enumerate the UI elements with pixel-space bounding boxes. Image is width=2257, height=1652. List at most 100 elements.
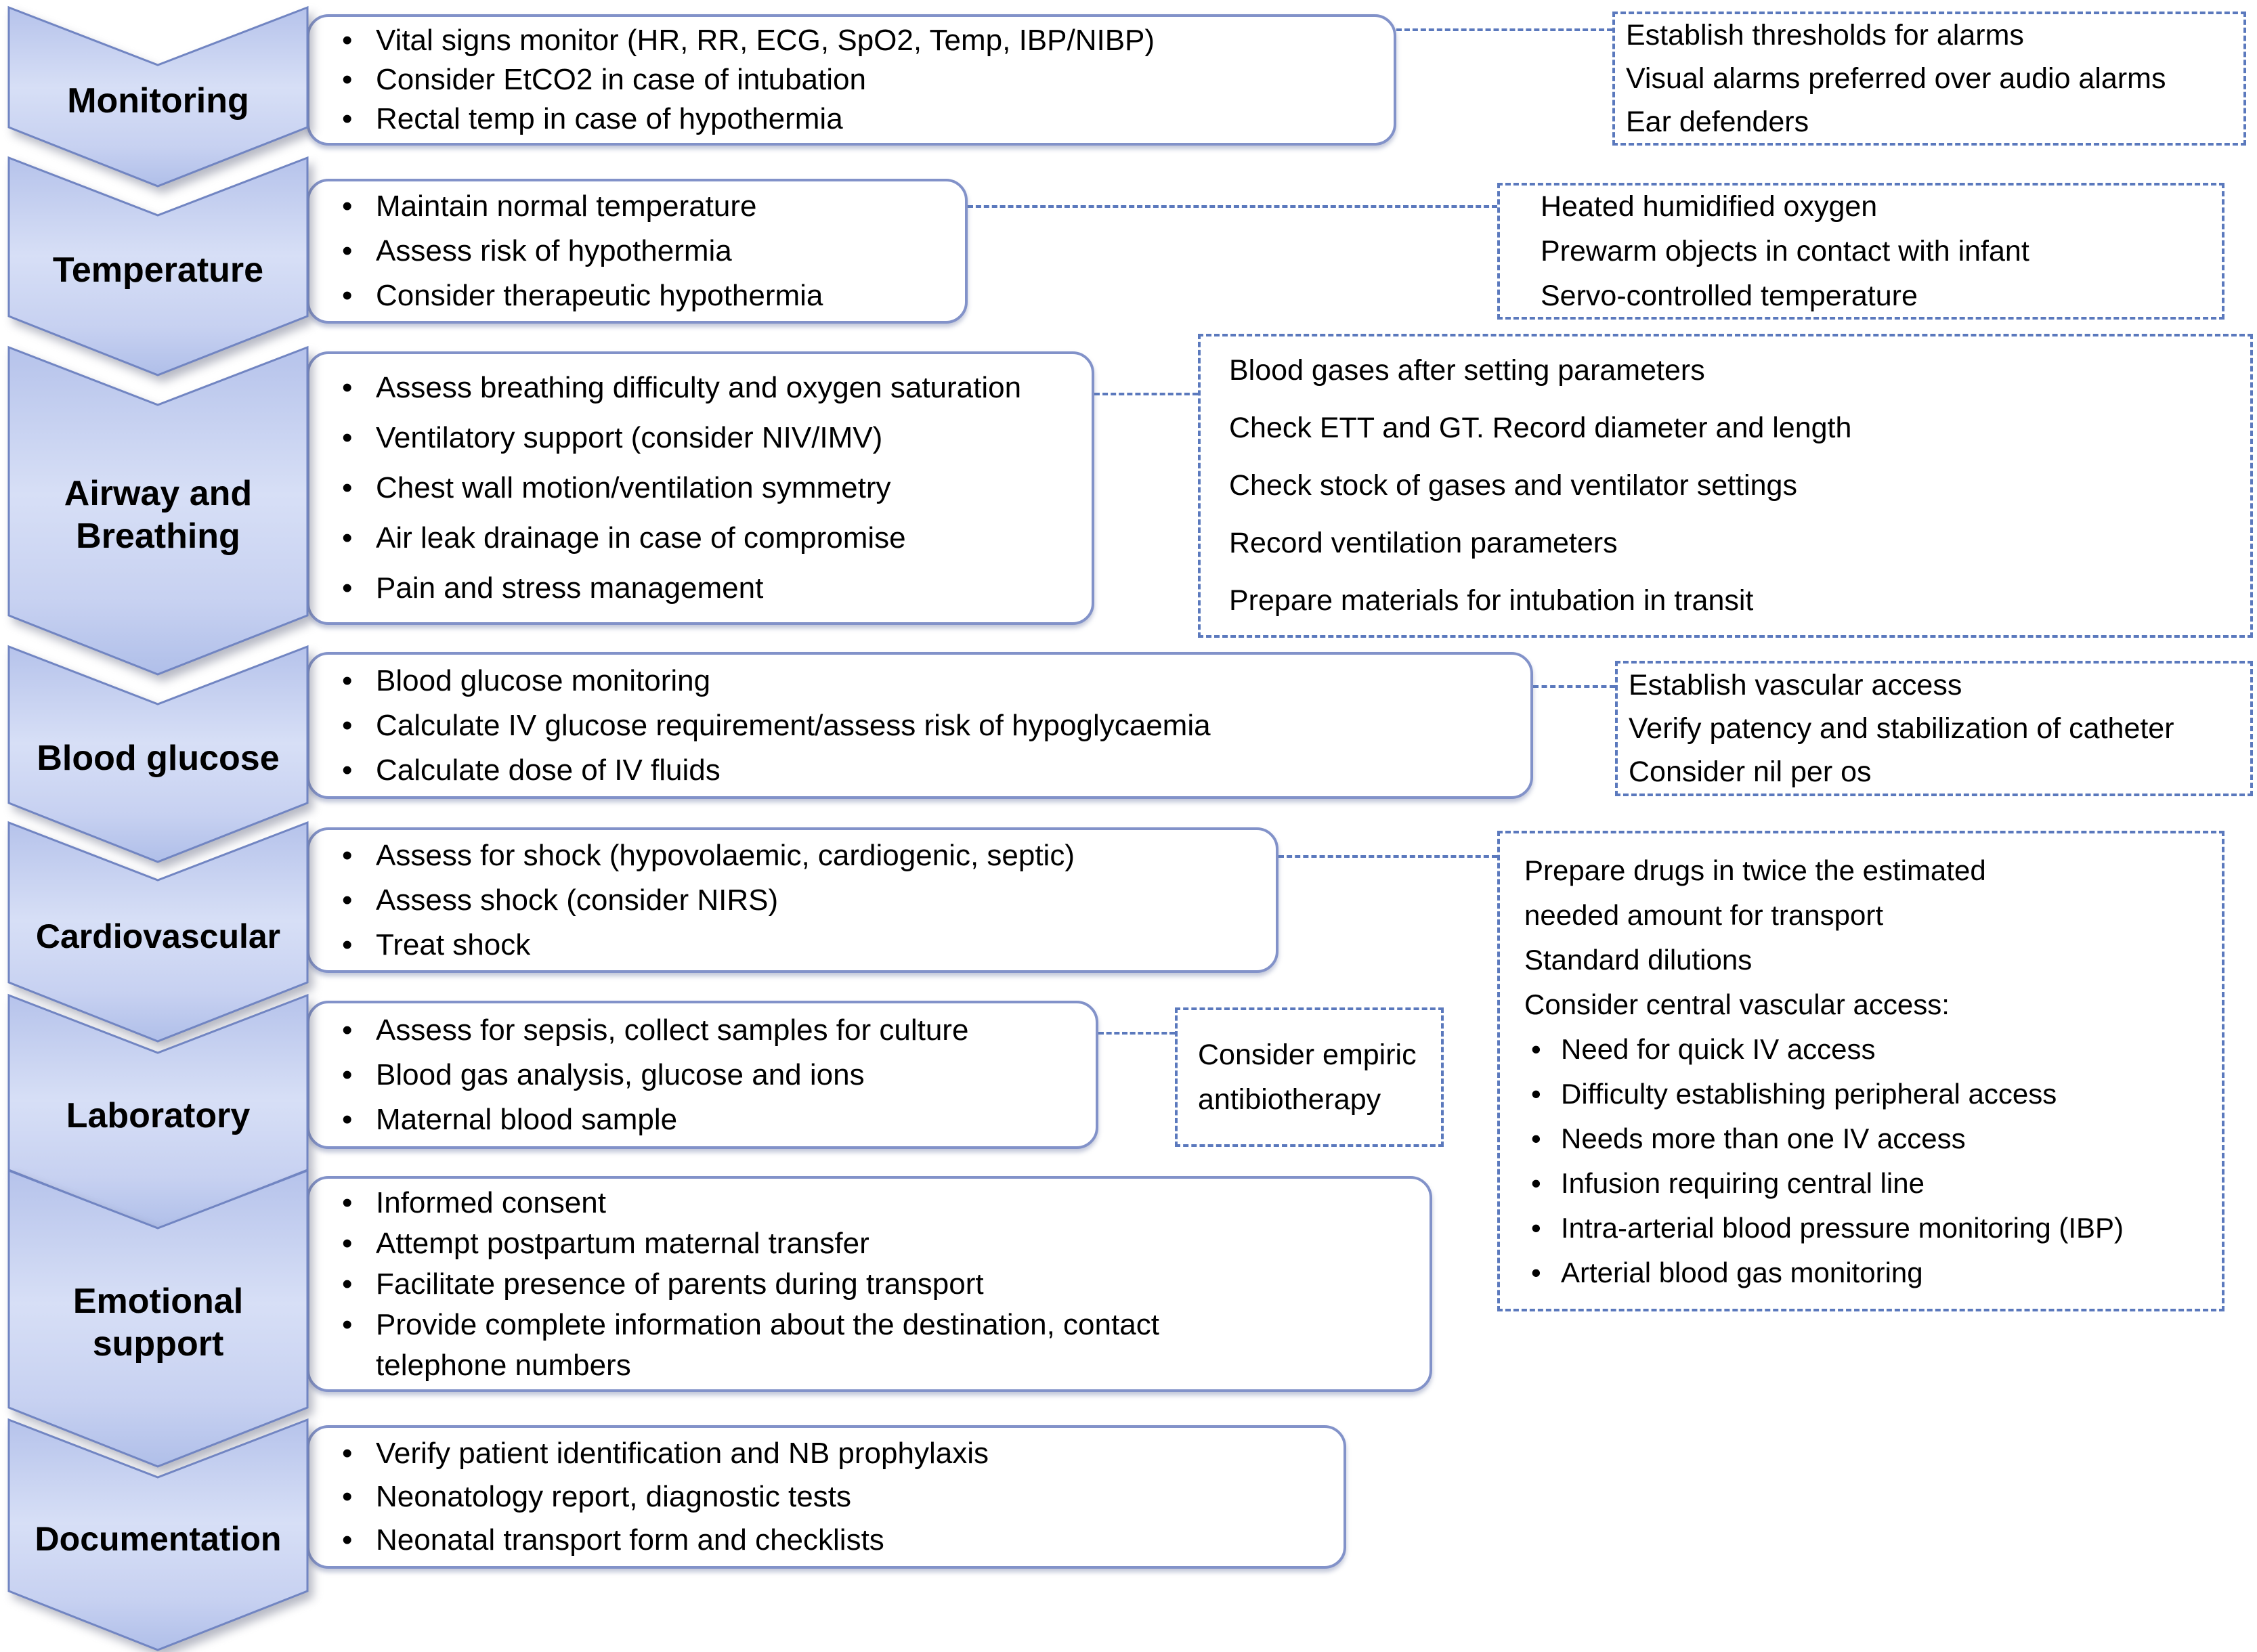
connector-laboratory xyxy=(1098,1032,1175,1035)
row-label-blood-glucose: Blood glucose xyxy=(37,738,280,778)
note-box-cardiovascular: Prepare drugs in twice the estimated nee… xyxy=(1497,831,2224,1311)
task-item: •Maintain normal temperature xyxy=(342,184,951,229)
bullet-dot: • xyxy=(342,664,353,697)
task-list: •Informed consent •Attempt postpartum ma… xyxy=(309,1183,1430,1386)
note-box-temperature: Heated humidified oxygen Prewarm objects… xyxy=(1497,183,2224,320)
bullet-dot: • xyxy=(342,1480,353,1513)
note-line: Consider nil per os xyxy=(1629,756,1872,788)
task-item: •Neonatal transport form and checklists xyxy=(342,1519,1330,1562)
bullet-dot: • xyxy=(1531,1078,1541,1110)
bullet-dot: • xyxy=(342,471,353,504)
note-line: Prepare drugs in twice the estimated nee… xyxy=(1524,854,1986,931)
bullet-dot: • xyxy=(342,421,353,454)
task-list: •Assess for sepsis, collect samples for … xyxy=(309,1008,1096,1142)
note-line: Prewarm objects in contact with infant xyxy=(1541,235,2029,267)
note-line: Check ETT and GT. Record diameter and le… xyxy=(1229,412,1852,444)
bullet-dot: • xyxy=(342,371,353,404)
task-item: •Maternal blood sample xyxy=(342,1097,1082,1142)
note-subitem: •Need for quick IV access xyxy=(1524,1027,2212,1072)
task-item: •Attempt postpartum maternal transfer xyxy=(342,1223,1416,1264)
task-item: •Assess risk of hypothermia xyxy=(342,229,951,274)
note-subitem: •Needs more than one IV access xyxy=(1524,1116,2212,1161)
task-list: •Maintain normal temperature •Assess ris… xyxy=(309,184,965,318)
row-label-monitoring: Monitoring xyxy=(67,81,249,121)
chevron-temperature-icon xyxy=(7,156,309,376)
note-line: Prepare materials for intubation in tran… xyxy=(1229,584,1754,617)
bullet-dot: • xyxy=(342,521,353,555)
note-line: Consider central vascular access: xyxy=(1524,988,1950,1020)
task-item: •Provide complete information about the … xyxy=(342,1305,1416,1386)
note-line: Standard dilutions xyxy=(1524,944,1753,976)
note-box-blood-glucose: Establish vascular access Verify patency… xyxy=(1615,661,2253,796)
task-list: •Vital signs monitor (HR, RR, ECG, SpO2,… xyxy=(309,21,1394,139)
task-list: •Blood glucose monitoring •Calculate IV … xyxy=(309,659,1530,793)
note-line: Ear defenders xyxy=(1626,106,1809,138)
note-subitem: •Intra-arterial blood pressure monitorin… xyxy=(1524,1206,2212,1251)
task-item: •Informed consent xyxy=(342,1183,1416,1223)
bullet-dot: • xyxy=(342,1013,353,1047)
row-label-airway-breathing: Airway and Breathing xyxy=(64,473,253,556)
row-label-documentation: Documentation xyxy=(35,1520,282,1558)
task-item: •Blood glucose monitoring xyxy=(342,659,1517,703)
task-item: •Verify patient identification and NB pr… xyxy=(342,1432,1330,1475)
task-item: •Facilitate presence of parents during t… xyxy=(342,1264,1416,1305)
bullet-dot: • xyxy=(342,928,353,961)
note-subitem: •Difficulty establishing peripheral acce… xyxy=(1524,1072,2212,1116)
task-item: •Assess shock (consider NIRS) xyxy=(342,878,1262,923)
row-label-temperature: Temperature xyxy=(52,251,264,290)
chevron-emotional-support-icon xyxy=(7,1169,309,1468)
row-label-laboratory: Laboratory xyxy=(66,1096,251,1136)
note-line: Heated humidified oxygen xyxy=(1541,190,1878,223)
bullet-dot: • xyxy=(342,1058,353,1091)
bullet-dot: • xyxy=(342,234,353,267)
connector-blood-glucose xyxy=(1533,685,1615,688)
task-item: •Rectal temp in case of hypothermia xyxy=(342,100,1380,139)
bullet-dot: • xyxy=(342,883,353,917)
bullet-dot: • xyxy=(342,753,353,787)
bullet-dot: • xyxy=(342,24,353,57)
chevron-monitoring-icon xyxy=(7,5,309,188)
note-line: Blood gases after setting parameters xyxy=(1229,354,1705,387)
task-item: •Pain and stress management xyxy=(342,563,1078,613)
note-subitem: •Infusion requiring central line xyxy=(1524,1161,2212,1206)
bullet-dot: • xyxy=(342,1267,353,1301)
tasks-box-temperature: •Maintain normal temperature •Assess ris… xyxy=(307,179,968,324)
task-item: •Consider EtCO2 in case of intubation xyxy=(342,60,1380,100)
task-list: •Assess for shock (hypovolaemic, cardiog… xyxy=(309,833,1276,968)
bullet-dot: • xyxy=(342,1307,353,1341)
task-item: •Assess for sepsis, collect samples for … xyxy=(342,1008,1082,1053)
task-item: •Blood gas analysis, glucose and ions xyxy=(342,1053,1082,1097)
note-sublist: •Need for quick IV access •Difficulty es… xyxy=(1524,1027,2212,1295)
connector-airway-breathing xyxy=(1094,393,1198,395)
tasks-box-laboratory: •Assess for sepsis, collect samples for … xyxy=(307,1001,1098,1149)
note-line: Record ventilation parameters xyxy=(1229,527,1618,559)
row-label-emotional-support: Emotional support xyxy=(72,1281,244,1364)
task-item: •Consider therapeutic hypothermia xyxy=(342,274,951,318)
note-line: Check stock of gases and ventilator sett… xyxy=(1229,469,1797,502)
note-box-airway-breathing: Blood gases after setting parameters Che… xyxy=(1198,334,2253,638)
chevron-documentation-icon xyxy=(7,1418,309,1651)
bullet-dot: • xyxy=(1531,1033,1541,1065)
chevron-cardiovascular-icon xyxy=(7,821,309,1043)
bullet-dot: • xyxy=(342,63,353,96)
chevron-airway-breathing-icon xyxy=(7,345,309,676)
task-item: •Calculate IV glucose requirement/assess… xyxy=(342,703,1517,748)
bullet-dot: • xyxy=(342,190,353,223)
bullet-dot: • xyxy=(1531,1212,1541,1244)
bullet-dot: • xyxy=(342,838,353,872)
note-line: Verify patency and stabilization of cath… xyxy=(1629,712,2174,745)
note-line: Visual alarms preferred over audio alarm… xyxy=(1626,62,2166,95)
task-list: •Assess breathing difficulty and oxygen … xyxy=(309,363,1092,613)
note-line: Servo-controlled temperature xyxy=(1541,280,1918,312)
task-list: •Verify patient identification and NB pr… xyxy=(309,1432,1344,1562)
bullet-dot: • xyxy=(342,1437,353,1470)
note-subitem: •Arterial blood gas monitoring xyxy=(1524,1251,2212,1295)
task-item: •Neonatology report, diagnostic tests xyxy=(342,1475,1330,1519)
tasks-box-documentation: •Verify patient identification and NB pr… xyxy=(307,1425,1346,1569)
tasks-box-cardiovascular: •Assess for shock (hypovolaemic, cardiog… xyxy=(307,827,1278,973)
task-item: •Chest wall motion/ventilation symmetry xyxy=(342,463,1078,513)
task-item: •Assess for shock (hypovolaemic, cardiog… xyxy=(342,833,1262,878)
row-label-cardiovascular: Cardiovascular xyxy=(35,917,281,955)
tasks-box-airway-breathing: •Assess breathing difficulty and oxygen … xyxy=(307,351,1094,625)
